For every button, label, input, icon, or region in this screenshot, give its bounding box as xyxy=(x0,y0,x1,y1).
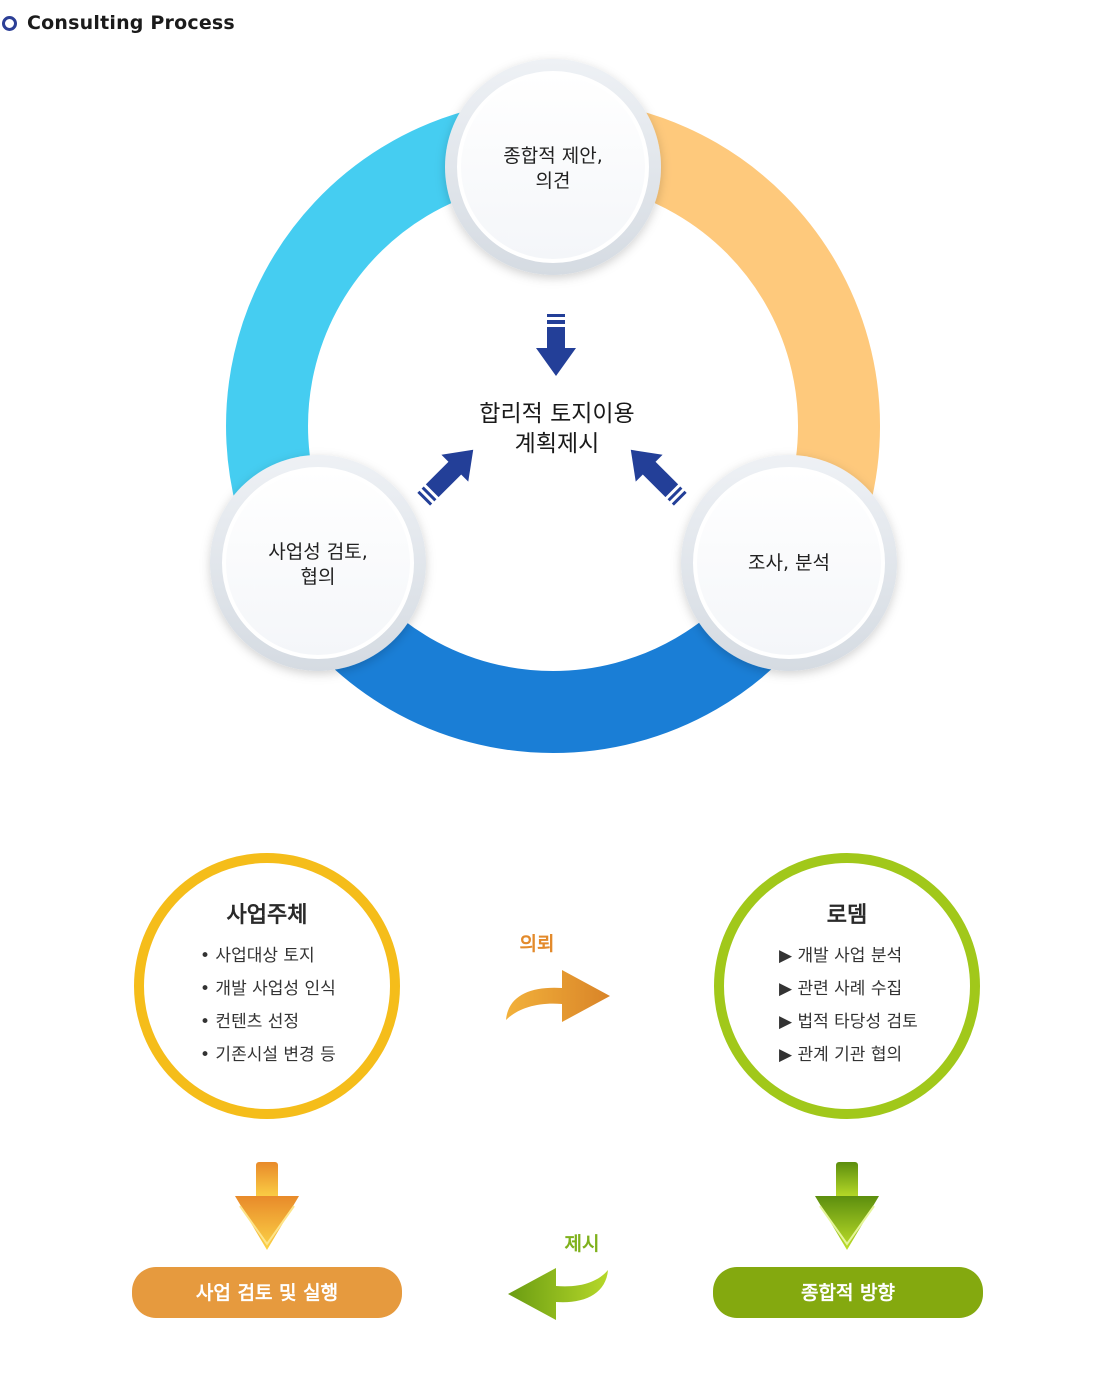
node-top-proposal xyxy=(445,59,661,275)
arrow-down-icon xyxy=(536,314,576,376)
node-left-feasibility xyxy=(210,455,426,671)
center-line1: 합리적 토지이용 xyxy=(479,401,634,427)
propose-label: 제시 xyxy=(565,1233,600,1255)
client-circle xyxy=(134,853,400,1119)
rodem-result-label: 종합적 방향 xyxy=(801,1282,896,1304)
rodem-item-4: ▶ 관계 기관 협의 xyxy=(779,1045,902,1065)
rodem-item-1: ▶ 개발 사업 분석 xyxy=(779,946,902,966)
node-right-line1: 조사, 분석 xyxy=(748,552,830,574)
node-top-line2: 의견 xyxy=(536,170,571,192)
section-title: Consulting Process xyxy=(27,12,235,34)
center-line2: 계획제시 xyxy=(515,431,600,457)
rodem-title: 로뎀 xyxy=(827,903,867,928)
request-label: 의뢰 xyxy=(520,933,555,955)
client-result-pill xyxy=(132,1267,402,1318)
down-arrow-orange-icon xyxy=(235,1162,299,1250)
client-item-4: • 기존시설 변경 등 xyxy=(200,1045,336,1065)
arrow-up-right-icon xyxy=(417,449,474,506)
circle-bullet-icon xyxy=(2,15,17,31)
curved-arrow-left-icon xyxy=(508,1268,608,1320)
client-result-label: 사업 검토 및 실행 xyxy=(196,1282,338,1304)
client-item-2: • 개발 사업성 인식 xyxy=(200,979,336,999)
client-title: 사업주체 xyxy=(227,903,308,928)
rodem-item-2: ▶ 관련 사례 수집 xyxy=(779,979,902,999)
section-header: Consulting Process xyxy=(0,10,235,36)
rodem-circle xyxy=(714,853,980,1119)
node-left-line2: 협의 xyxy=(301,566,336,588)
node-top-line1: 종합적 제안, xyxy=(503,145,602,167)
arrow-up-left-icon xyxy=(630,449,687,506)
client-item-1: • 사업대상 토지 xyxy=(200,946,315,966)
curved-arrow-right-icon xyxy=(506,970,610,1022)
rodem-result-pill xyxy=(713,1267,983,1318)
down-arrow-green-icon xyxy=(815,1162,879,1250)
rodem-item-3: ▶ 법적 타당성 검토 xyxy=(779,1012,918,1032)
client-item-3: • 컨텐츠 선정 xyxy=(200,1012,299,1032)
node-right-analysis xyxy=(681,455,897,671)
node-left-line1: 사업성 검토, xyxy=(268,541,367,563)
